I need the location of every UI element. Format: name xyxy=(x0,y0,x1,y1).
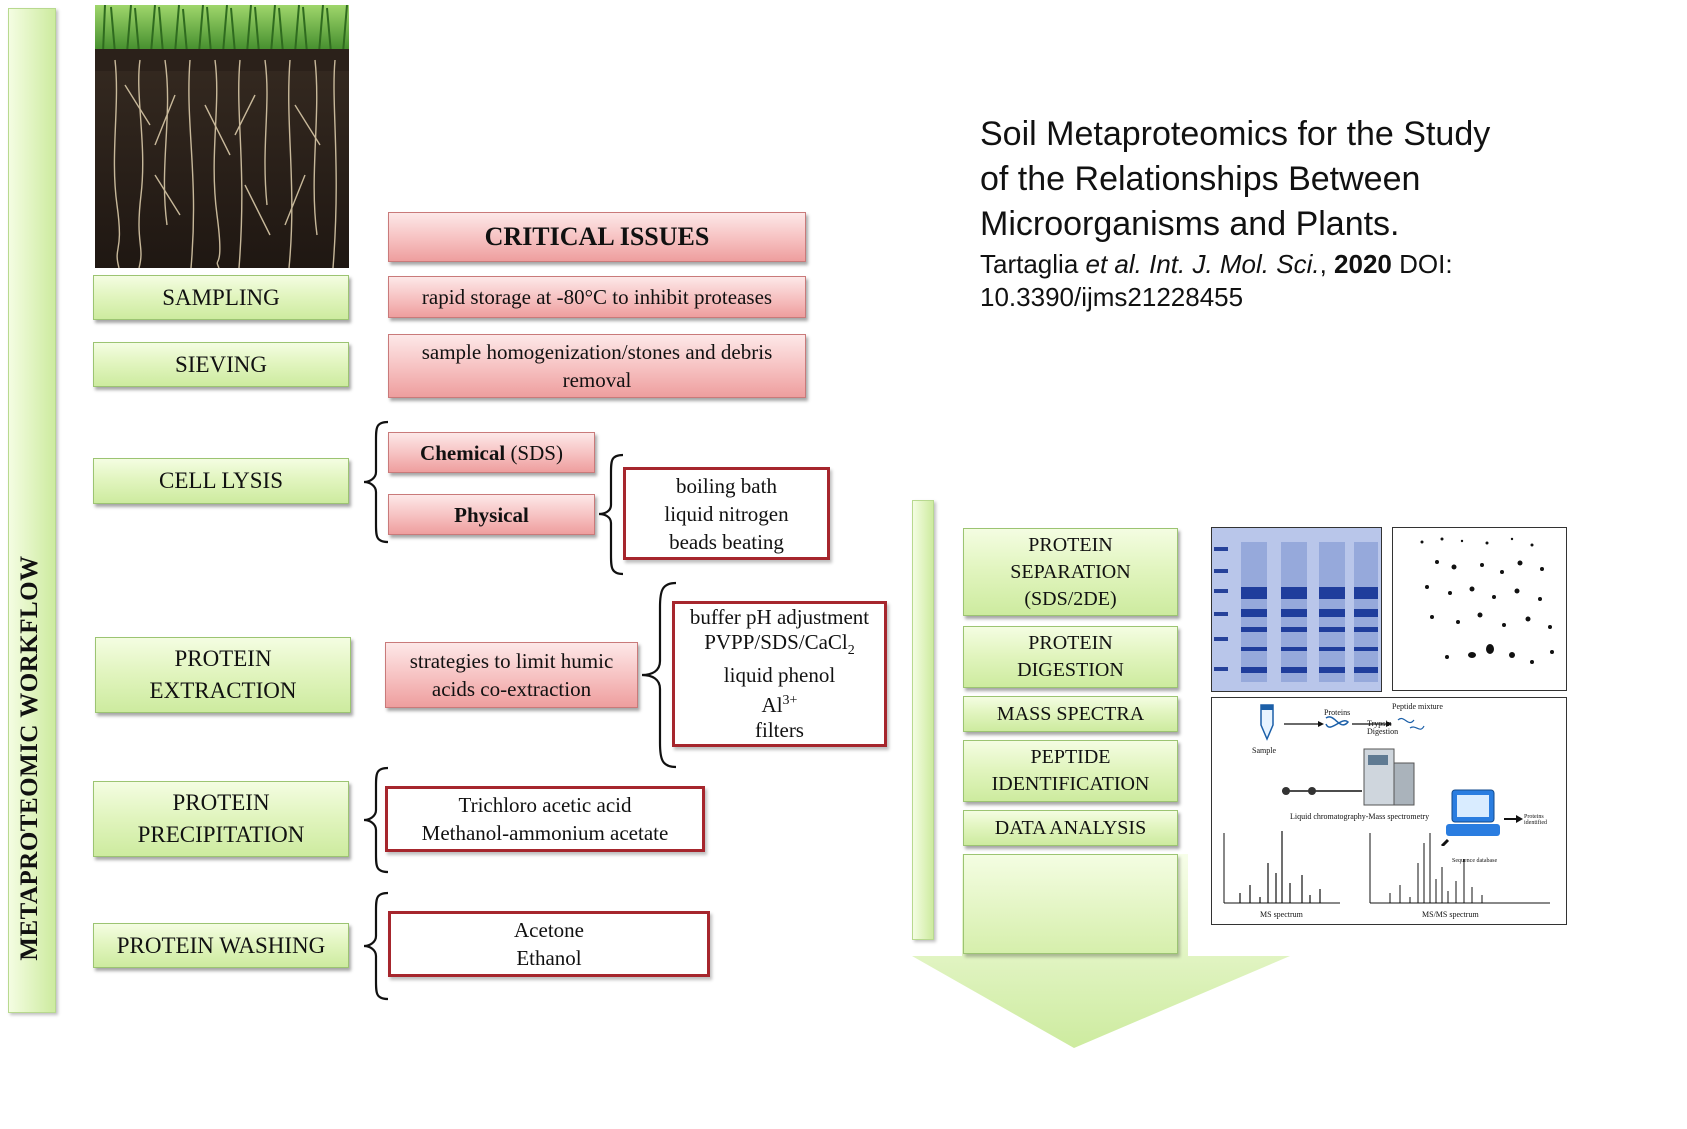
step-protein-extraction: PROTEIN EXTRACTION xyxy=(95,637,351,713)
step-protein-washing: PROTEIN WASHING xyxy=(93,923,349,968)
sds-gel-image xyxy=(1211,527,1382,692)
right-side-bar xyxy=(912,500,934,940)
option-aluminium: Al3+ xyxy=(761,693,798,718)
step-sampling: SAMPLING xyxy=(93,275,349,320)
digestion-arrows xyxy=(1284,716,1425,730)
protein-identified-label: Proteins identified xyxy=(1524,814,1547,826)
option-liquid-phenol: liquid phenol xyxy=(723,663,836,688)
bracket-physical xyxy=(598,453,624,576)
step-protein-precipitation: PROTEIN PRECIPITATION xyxy=(93,781,349,857)
citation-reference: Tartaglia et al. Int. J. Mol. Sci., 2020… xyxy=(980,249,1453,279)
computer-icon xyxy=(1440,789,1500,846)
step-peptide-identification: PEPTIDE IDENTIFICATION xyxy=(963,740,1178,802)
critical-issues-header: CRITICAL ISSUES xyxy=(388,212,806,262)
mass-spec-workflow-figure: Sample Proteins Peptide mixture Trypsin … xyxy=(1211,697,1567,925)
chemical-rest-label: (SDS) xyxy=(505,440,563,465)
washing-reagents-box: Acetone Ethanol xyxy=(388,911,710,977)
issue-humic-acids: strategies to limit humic acids co-extra… xyxy=(385,642,638,708)
citation-block: Soil Metaproteomics for the Study of the… xyxy=(980,112,1680,313)
peptide-mixture-label: Peptide mixture xyxy=(1392,702,1443,711)
proteins-label: Proteins xyxy=(1324,708,1351,717)
option-pvpp: PVPP/SDS/CaCl2 xyxy=(704,629,855,659)
workflow-side-bar xyxy=(8,8,56,1013)
ms-spectrum-label: MS spectrum xyxy=(1260,910,1303,919)
bracket-cell-lysis xyxy=(363,420,389,544)
lcms-label: Liquid chromatography-Mass spectrometry xyxy=(1290,812,1430,821)
bracket-precipitation xyxy=(363,766,389,874)
chemical-bold-label: Chemical xyxy=(420,440,506,465)
step-protein-digestion: PROTEIN DIGESTION xyxy=(963,626,1178,688)
soil-roots-photo xyxy=(95,5,349,268)
identified-arrow xyxy=(1504,815,1523,823)
option-filters: filters xyxy=(755,718,804,743)
issue-sieving: sample homogenization/stones and debris … xyxy=(388,334,806,398)
step-data-analysis: DATA ANALYSIS xyxy=(963,810,1178,846)
bracket-washing xyxy=(363,891,389,1001)
issue-chemical: Chemical (SDS) xyxy=(388,432,595,473)
step-sieving: SIEVING xyxy=(93,342,349,387)
step-protein-separation: PROTEIN SEPARATION (SDS/2DE) xyxy=(963,528,1178,616)
sample-label: Sample xyxy=(1252,746,1276,755)
physical-methods-box: boiling bath liquid nitrogen beads beati… xyxy=(623,467,830,560)
citation-title: Soil Metaproteomics for the Study of the… xyxy=(980,115,1491,243)
two-de-gel-image xyxy=(1392,527,1567,691)
option-buffer-ph: buffer pH adjustment xyxy=(689,604,870,629)
issue-sampling: rapid storage at -80°C to inhibit protea… xyxy=(388,276,806,318)
precipitation-reagents-box: Trichloro acetic acid Methanol-ammonium … xyxy=(385,786,705,852)
extraction-options-box: buffer pH adjustment PVPP/SDS/CaCl2 liqu… xyxy=(672,601,887,747)
issue-physical: Physical xyxy=(388,494,595,535)
msms-spectrum-label: MS/MS spectrum xyxy=(1422,910,1479,919)
lc-ms-instrument xyxy=(1282,748,1415,806)
step-empty-box xyxy=(963,854,1178,954)
bracket-extraction xyxy=(641,581,677,769)
sample-tube-icon xyxy=(1260,704,1274,741)
step-mass-spectra: MASS SPECTRA xyxy=(963,696,1178,732)
citation-doi: 10.3390/ijms21228455 xyxy=(980,282,1244,312)
step-cell-lysis: CELL LYSIS xyxy=(93,458,349,504)
sequence-db-label: Sequence database xyxy=(1452,858,1498,864)
ms-spectra-plots xyxy=(1223,831,1550,904)
workflow-vertical-label: METAPROTEOMIC WORKFLOW xyxy=(16,555,43,961)
